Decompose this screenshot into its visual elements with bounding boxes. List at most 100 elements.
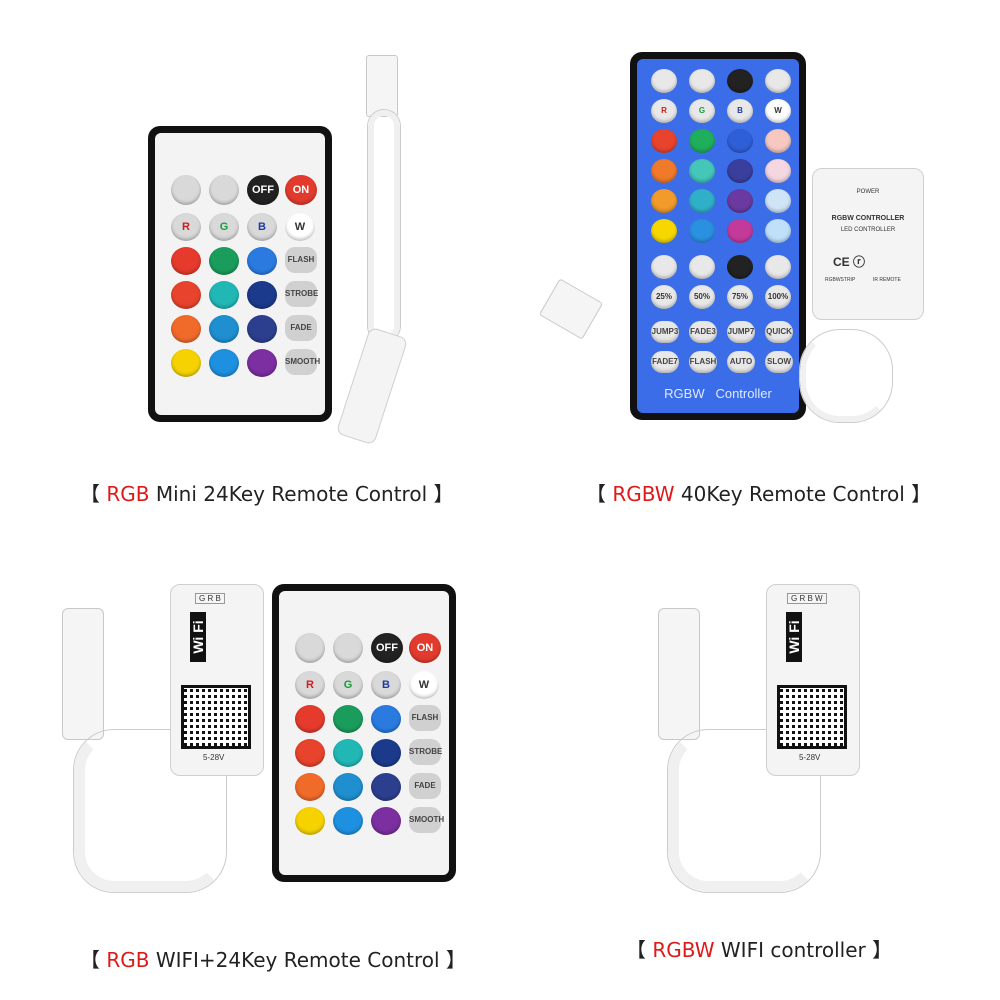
- dc-connector-image: [62, 608, 104, 740]
- controller-subtitle: LED CONTROLLER: [840, 227, 896, 233]
- color-button: [727, 219, 753, 243]
- wifi-controller-image: G R B Wi Fi 5-28V: [170, 584, 264, 776]
- color-button: [371, 773, 401, 801]
- color-button: [295, 739, 325, 767]
- off-button: [727, 255, 753, 279]
- cable-image: [668, 730, 820, 892]
- color-button: [171, 281, 201, 309]
- r-button: R: [171, 213, 201, 241]
- remote-24key-image: OFF ON R G B W FLASH STROBE FADE SMOOTH: [148, 126, 332, 422]
- rgbwstrip-label: RGBWSTRIP: [825, 277, 856, 283]
- brightness-75-button: 75%: [727, 285, 753, 309]
- color-button: [689, 159, 715, 183]
- brightness-up-button: [295, 633, 325, 663]
- color-button: [727, 189, 753, 213]
- strobe-button: STROBE: [285, 281, 318, 307]
- product-caption: 【 RGB WIFI+24Key Remote Control 】: [80, 948, 466, 972]
- quick-button: QUICK: [765, 321, 793, 343]
- color-button: [765, 219, 791, 243]
- color-button: [371, 705, 401, 733]
- product-caption: 【 RGBW WIFI controller 】: [626, 938, 893, 962]
- color-button: [333, 807, 363, 835]
- product-caption: 【 RGBW 40Key Remote Control 】: [586, 482, 932, 506]
- color-button: [247, 247, 277, 275]
- color-button: [371, 807, 401, 835]
- fade-button: FADE: [409, 773, 441, 799]
- w-button: W: [285, 213, 315, 241]
- color-button: [333, 739, 363, 767]
- color-button: [333, 773, 363, 801]
- brightness-up-button: [651, 255, 677, 279]
- brightness-down-button: [333, 633, 363, 663]
- color-button: [333, 705, 363, 733]
- voltage-label: 5-28V: [799, 753, 821, 762]
- color-button: [765, 159, 791, 183]
- color-button: [209, 247, 239, 275]
- mini-controller-image: [335, 326, 409, 446]
- brightness-50-button: 50%: [689, 285, 715, 309]
- color-button: [727, 129, 753, 153]
- color-button: [171, 349, 201, 377]
- color-button: [651, 219, 677, 243]
- brightness-up-button: [651, 69, 677, 93]
- color-button: [765, 189, 791, 213]
- on-button: ON: [409, 633, 441, 663]
- product-rgbw-wifi: G R B W Wi Fi 5-28V 【 RGBW WIFI controll…: [500, 500, 1000, 1000]
- color-button: [689, 219, 715, 243]
- color-button: [651, 129, 677, 153]
- qr-code-image: [777, 685, 847, 749]
- color-button: [209, 315, 239, 343]
- flash-button: FLASH: [689, 351, 717, 373]
- wifi-logo: Wi Fi: [786, 612, 802, 662]
- slow-button: SLOW: [765, 351, 793, 373]
- fade3-button: FADE3: [689, 321, 717, 343]
- product-rgb-mini-24key: OFF ON R G B W FLASH STROBE FADE SMOOTH: [0, 0, 500, 506]
- color-button: [247, 315, 277, 343]
- color-button: [171, 247, 201, 275]
- strobe-button: STROBE: [409, 739, 442, 765]
- remote-40key-brand: RGBW Controller: [664, 386, 772, 401]
- color-button: [247, 281, 277, 309]
- b-button: B: [247, 213, 277, 241]
- jump7-button: JUMP7: [727, 321, 755, 343]
- product-rgb-wifi-24key: G R B Wi Fi 5-28V OFF ON R G B W FLA: [0, 500, 500, 1000]
- wifi-logo: Wi Fi: [190, 612, 206, 662]
- color-button: [209, 281, 239, 309]
- brightness-down-button: [689, 69, 715, 93]
- color-button: [209, 349, 239, 377]
- color-button: [727, 159, 753, 183]
- off-button: OFF: [247, 175, 279, 205]
- r-button: R: [295, 671, 325, 699]
- auto-button: AUTO: [727, 351, 755, 373]
- color-button: [765, 129, 791, 153]
- w-button: W: [765, 99, 791, 123]
- dc-connector-image: [366, 55, 398, 117]
- w-button: W: [409, 671, 439, 699]
- jump3-button: JUMP3: [651, 321, 679, 343]
- smooth-button: SMOOTH: [285, 349, 320, 375]
- brightness-100-button: 100%: [765, 285, 791, 309]
- on-button: ON: [285, 175, 317, 205]
- r-button: R: [651, 99, 677, 123]
- rgb-tag: G R B: [195, 593, 225, 604]
- cable-image: [800, 330, 892, 422]
- cable-image: [74, 730, 226, 892]
- brightness-down-button: [689, 255, 715, 279]
- g-button: G: [333, 671, 363, 699]
- off-button: [727, 69, 753, 93]
- g-button: G: [689, 99, 715, 123]
- fade-button: FADE: [285, 315, 317, 341]
- ce-mark: CE ⓡ: [833, 255, 866, 269]
- color-button: [171, 315, 201, 343]
- remote-24key-image: OFF ON R G B W FLASH STROBE FADE SMOOTH: [272, 584, 456, 882]
- flash-button: FLASH: [409, 705, 441, 731]
- color-button: [295, 773, 325, 801]
- brightness-25-button: 25%: [651, 285, 677, 309]
- color-button: [651, 189, 677, 213]
- b-button: B: [727, 99, 753, 123]
- brightness-up-button: [171, 175, 201, 205]
- controller-title: RGBW CONTROLLER: [831, 215, 905, 222]
